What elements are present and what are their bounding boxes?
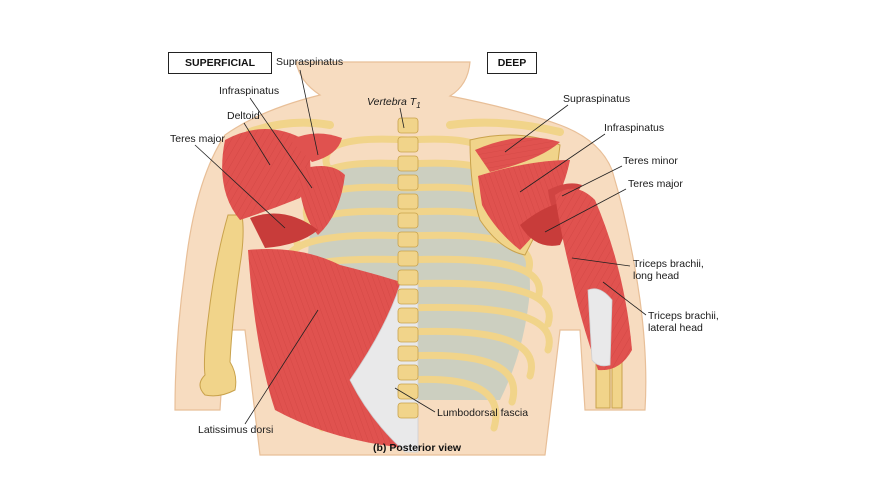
label-supraspinatus-left: Supraspinatus	[276, 56, 344, 68]
teres-major-left	[250, 213, 318, 248]
triceps-right-fibers	[555, 188, 632, 371]
deltoid-left-fibers	[222, 129, 311, 220]
vertebra-14	[397, 364, 419, 381]
vertebra-6	[397, 212, 419, 229]
vertebra-subscript: 1	[416, 101, 421, 111]
rib-r-9	[404, 327, 535, 380]
label-triceps-lateral-head: Triceps brachii, lateral head	[648, 310, 719, 334]
vertebra-8	[397, 250, 419, 267]
vertebra-15	[397, 383, 419, 400]
vertebra-3	[397, 155, 419, 172]
label-teres-minor: Teres minor	[623, 155, 678, 167]
figure-caption: (b) Posterior view	[373, 442, 462, 454]
clavicle-right	[446, 118, 564, 136]
superficial-panel-label: SUPERFICIAL	[168, 52, 272, 74]
vertebra-11	[397, 307, 419, 324]
vertebra-10	[397, 288, 419, 305]
supraspinatus-right-fibers	[475, 137, 560, 172]
triceps-tendon	[587, 288, 613, 367]
label-triceps-long-head: Triceps brachii, long head	[633, 258, 704, 282]
rib-l-1	[322, 135, 412, 172]
label-vertebra-t1: Vertebra T1	[367, 96, 421, 112]
vertebra-16	[397, 402, 419, 419]
vertebra-1	[397, 117, 419, 134]
label-lumbodorsal-fascia: Lumbodorsal fascia	[437, 407, 529, 419]
vertebral-column	[397, 117, 419, 419]
vertebra-2	[397, 136, 419, 153]
rib-r-8	[404, 303, 553, 354]
label-deltoid: Deltoid	[227, 110, 260, 122]
ulna-right	[611, 361, 623, 409]
label-infraspinatus-right: Infraspinatus	[604, 122, 665, 134]
rib-r-10	[404, 351, 518, 406]
label-infraspinatus-left: Infraspinatus	[219, 85, 280, 97]
vertebra-13	[397, 345, 419, 362]
vertebra-12	[397, 326, 419, 343]
vertebra-4	[397, 174, 419, 191]
triceps-long-line1: Triceps brachii,	[633, 258, 704, 270]
humerus-left	[199, 214, 244, 397]
rib-r-7	[404, 279, 553, 328]
infraspinatus-right-fibers	[478, 160, 570, 250]
label-supraspinatus-right: Supraspinatus	[563, 93, 631, 105]
supraspinatus-left	[290, 133, 342, 162]
rib-r-11	[404, 375, 500, 432]
triceps-lateral-line1: Triceps brachii,	[648, 310, 719, 322]
label-teres-major-right: Teres major	[628, 178, 683, 190]
label-latissimus-dorsi: Latissimus dorsi	[198, 424, 274, 436]
deep-panel-label: DEEP	[487, 52, 537, 74]
vertebra-5	[397, 193, 419, 210]
triceps-long-line2: long head	[633, 270, 680, 282]
vertebra-text: Vertebra T	[367, 96, 417, 108]
rib-r-6	[404, 255, 543, 302]
triceps-lateral-line2: lateral head	[648, 322, 703, 334]
leader-lines	[194, 69, 647, 425]
vertebra-9	[397, 269, 419, 286]
vertebra-7	[397, 231, 419, 248]
infraspinatus-left-fibers	[298, 166, 345, 235]
label-teres-major-left: Teres major	[170, 133, 225, 145]
